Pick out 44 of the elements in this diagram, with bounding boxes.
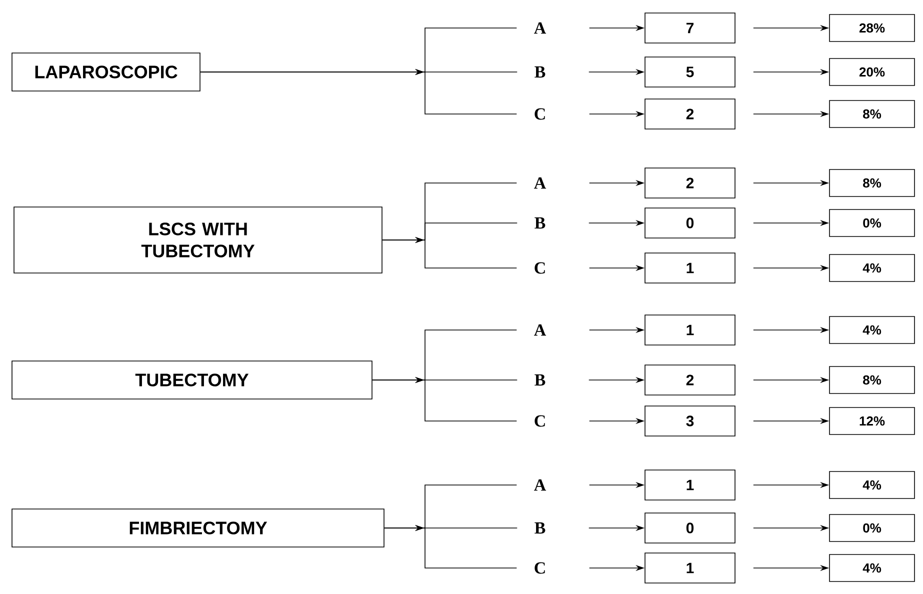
count-box: 1 (644, 552, 736, 584)
percent-box: 28% (829, 14, 915, 42)
percent-box: 4% (829, 471, 915, 499)
count-box: 0 (644, 512, 736, 544)
percent-box: 0% (829, 514, 915, 542)
option-letter: A (534, 22, 546, 34)
count-box: 1 (644, 314, 736, 346)
procedure-box: FIMBRIECTOMY (12, 508, 384, 548)
count-box: 2 (644, 364, 736, 396)
option-letter: B (534, 522, 546, 534)
percent-box: 20% (829, 58, 915, 86)
count-box: 1 (644, 470, 736, 500)
count-box: 5 (644, 56, 736, 88)
percent-box: 0% (829, 209, 915, 237)
procedure-box: TUBECTOMY (12, 360, 372, 400)
percent-box: 4% (829, 554, 915, 582)
bracket-arrow (200, 68, 518, 114)
percent-box: 8% (829, 169, 915, 197)
procedure-box: LSCS WITH TUBECTOMY (14, 206, 382, 274)
percent-box: 4% (829, 316, 915, 344)
percent-box: 4% (829, 254, 915, 282)
procedure-box: LAPAROSCOPIC (12, 52, 200, 92)
option-letter: B (534, 217, 546, 229)
percent-box: 12% (829, 407, 915, 435)
count-box: 1 (644, 252, 736, 284)
count-box: 0 (644, 208, 736, 238)
option-letter: A (534, 177, 546, 189)
bracket-arrow (382, 236, 518, 268)
bracket-arrow (384, 524, 518, 568)
option-letter: B (534, 374, 546, 386)
count-box: 2 (644, 168, 736, 198)
bracket-arrow (372, 376, 518, 422)
option-letter: C (534, 108, 545, 120)
percent-box: 8% (829, 100, 915, 128)
option-letter: C (534, 262, 545, 274)
option-letter: A (534, 324, 546, 336)
option-letter: C (534, 415, 545, 427)
count-box: 2 (644, 98, 736, 130)
count-box: 7 (644, 12, 736, 44)
count-box: 3 (644, 406, 736, 436)
option-letter: A (534, 479, 546, 491)
percent-box: 8% (829, 366, 915, 394)
option-letter: C (534, 562, 545, 574)
option-letter: B (534, 66, 546, 78)
